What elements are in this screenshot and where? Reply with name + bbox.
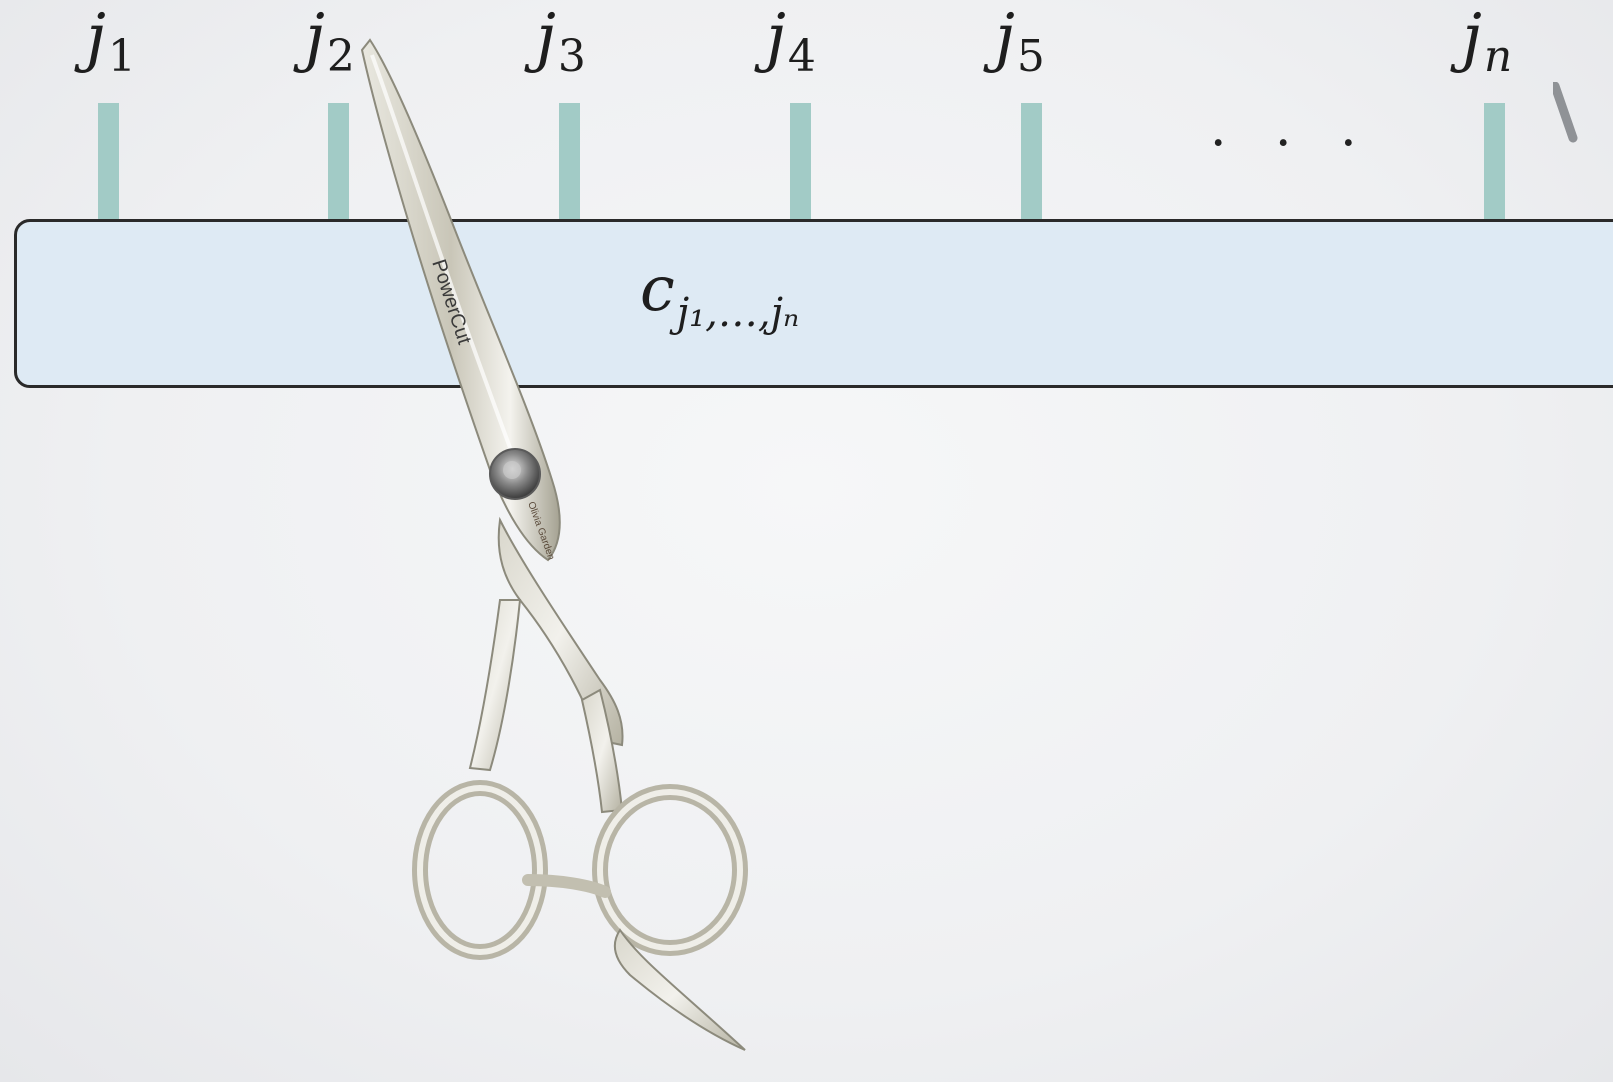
scissors-icon: PowerCut Olivia Garden <box>0 0 1613 1082</box>
diagram-canvas: j1 j2 j3 j4 j5 jn · · · cj₁,…,jₙ <box>0 0 1613 1082</box>
